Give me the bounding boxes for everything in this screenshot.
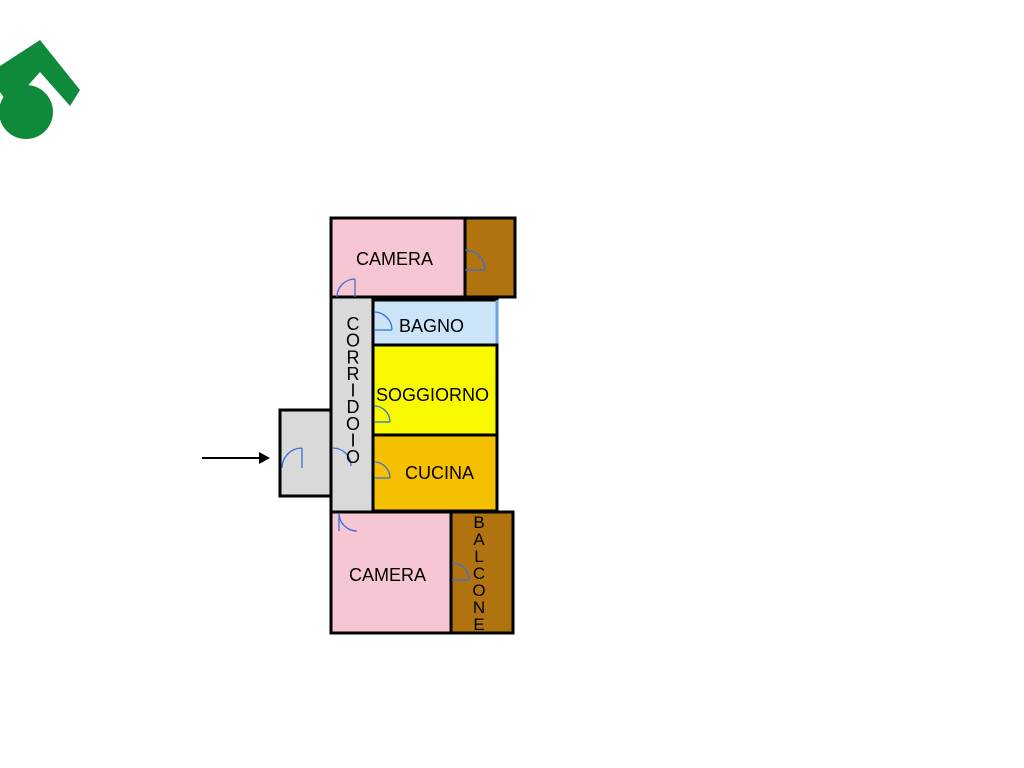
balcone-letter: N xyxy=(473,598,485,617)
balcone-letter: L xyxy=(474,547,483,566)
balcone-letter: E xyxy=(473,615,484,634)
corridoio-letter: I xyxy=(350,381,355,401)
corridoio-letter: O xyxy=(346,414,360,434)
balcone-letter: O xyxy=(472,581,485,600)
camera-bottom-label: CAMERA xyxy=(349,565,426,585)
balcone-letter: A xyxy=(473,530,485,549)
cucina-label: CUCINA xyxy=(405,463,474,483)
corridoio-letter: I xyxy=(350,430,355,450)
bagno-room xyxy=(371,298,499,347)
corridoio-letter: R xyxy=(347,347,360,367)
bagno-label: BAGNO xyxy=(399,316,464,336)
balcone-letter: C xyxy=(473,564,485,583)
balcone-letter: B xyxy=(473,513,484,532)
agency-logo xyxy=(0,40,80,139)
balcony-top xyxy=(463,216,517,299)
balcone-label: B A L C O N E xyxy=(472,513,485,634)
door-symbols xyxy=(281,249,486,581)
balcone-room xyxy=(449,510,515,635)
camera-top-label: CAMERA xyxy=(356,249,433,269)
corridoio-letter: D xyxy=(347,397,360,417)
corridoio-letter: O xyxy=(346,331,360,351)
soggiorno-label: SOGGIORNO xyxy=(376,385,489,405)
corridoio-letter: O xyxy=(346,447,360,467)
corridoio-letter: R xyxy=(347,364,360,384)
corridoio-letter: C xyxy=(347,314,360,334)
camera-top-room xyxy=(329,216,467,299)
corridoio-label: C O R R I D O I O xyxy=(346,314,360,467)
arrow-right-icon xyxy=(202,452,270,464)
